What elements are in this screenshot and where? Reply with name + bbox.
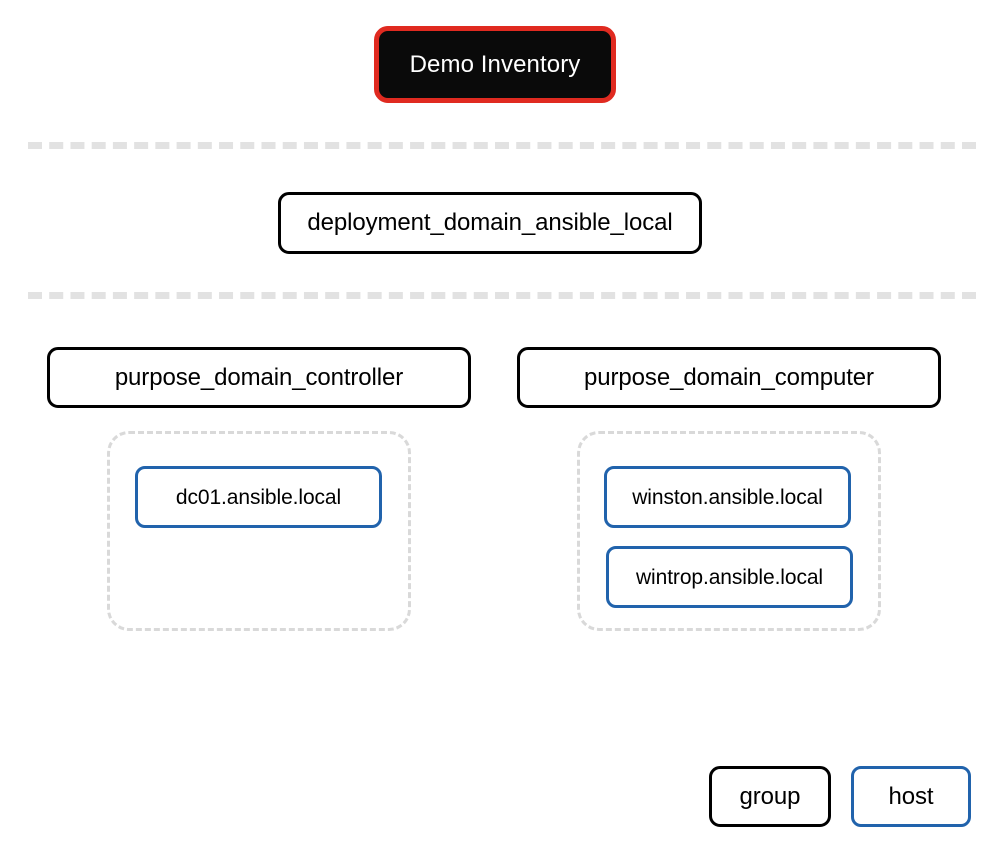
legend-swatch-host: host [851,766,971,827]
group-node-purpose-domain-computer[interactable]: purpose_domain_computer [517,347,941,408]
legend-swatch-group: group [709,766,831,827]
host-node-label: winston.ansible.local [632,485,823,509]
host-node-wintrop-ansible-local[interactable]: wintrop.ansible.local [606,546,853,608]
host-node-label: wintrop.ansible.local [635,565,823,589]
host-container-purpose-domain-controller [107,431,411,631]
root-node-label: Demo Inventory [409,50,581,78]
group-node-deployment-domain-ansible-local[interactable]: deployment_domain_ansible_local [278,192,702,254]
group-node-label: purpose_domain_computer [584,363,874,391]
host-node-label: dc01.ansible.local [175,485,342,509]
rank-separator-2 [28,292,976,299]
host-node-dc01-ansible-local[interactable]: dc01.ansible.local [135,466,382,528]
host-node-winston-ansible-local[interactable]: winston.ansible.local [604,466,851,528]
group-node-label: purpose_domain_controller [114,363,404,391]
legend-group-label: group [739,782,801,810]
rank-separator-1 [28,142,976,149]
root-node-demo-inventory[interactable]: Demo Inventory [374,26,616,103]
host-container-purpose-domain-computer [577,431,881,631]
group-node-label: deployment_domain_ansible_local [307,209,673,236]
legend-host-label: host [888,782,934,810]
group-node-purpose-domain-controller[interactable]: purpose_domain_controller [47,347,471,408]
